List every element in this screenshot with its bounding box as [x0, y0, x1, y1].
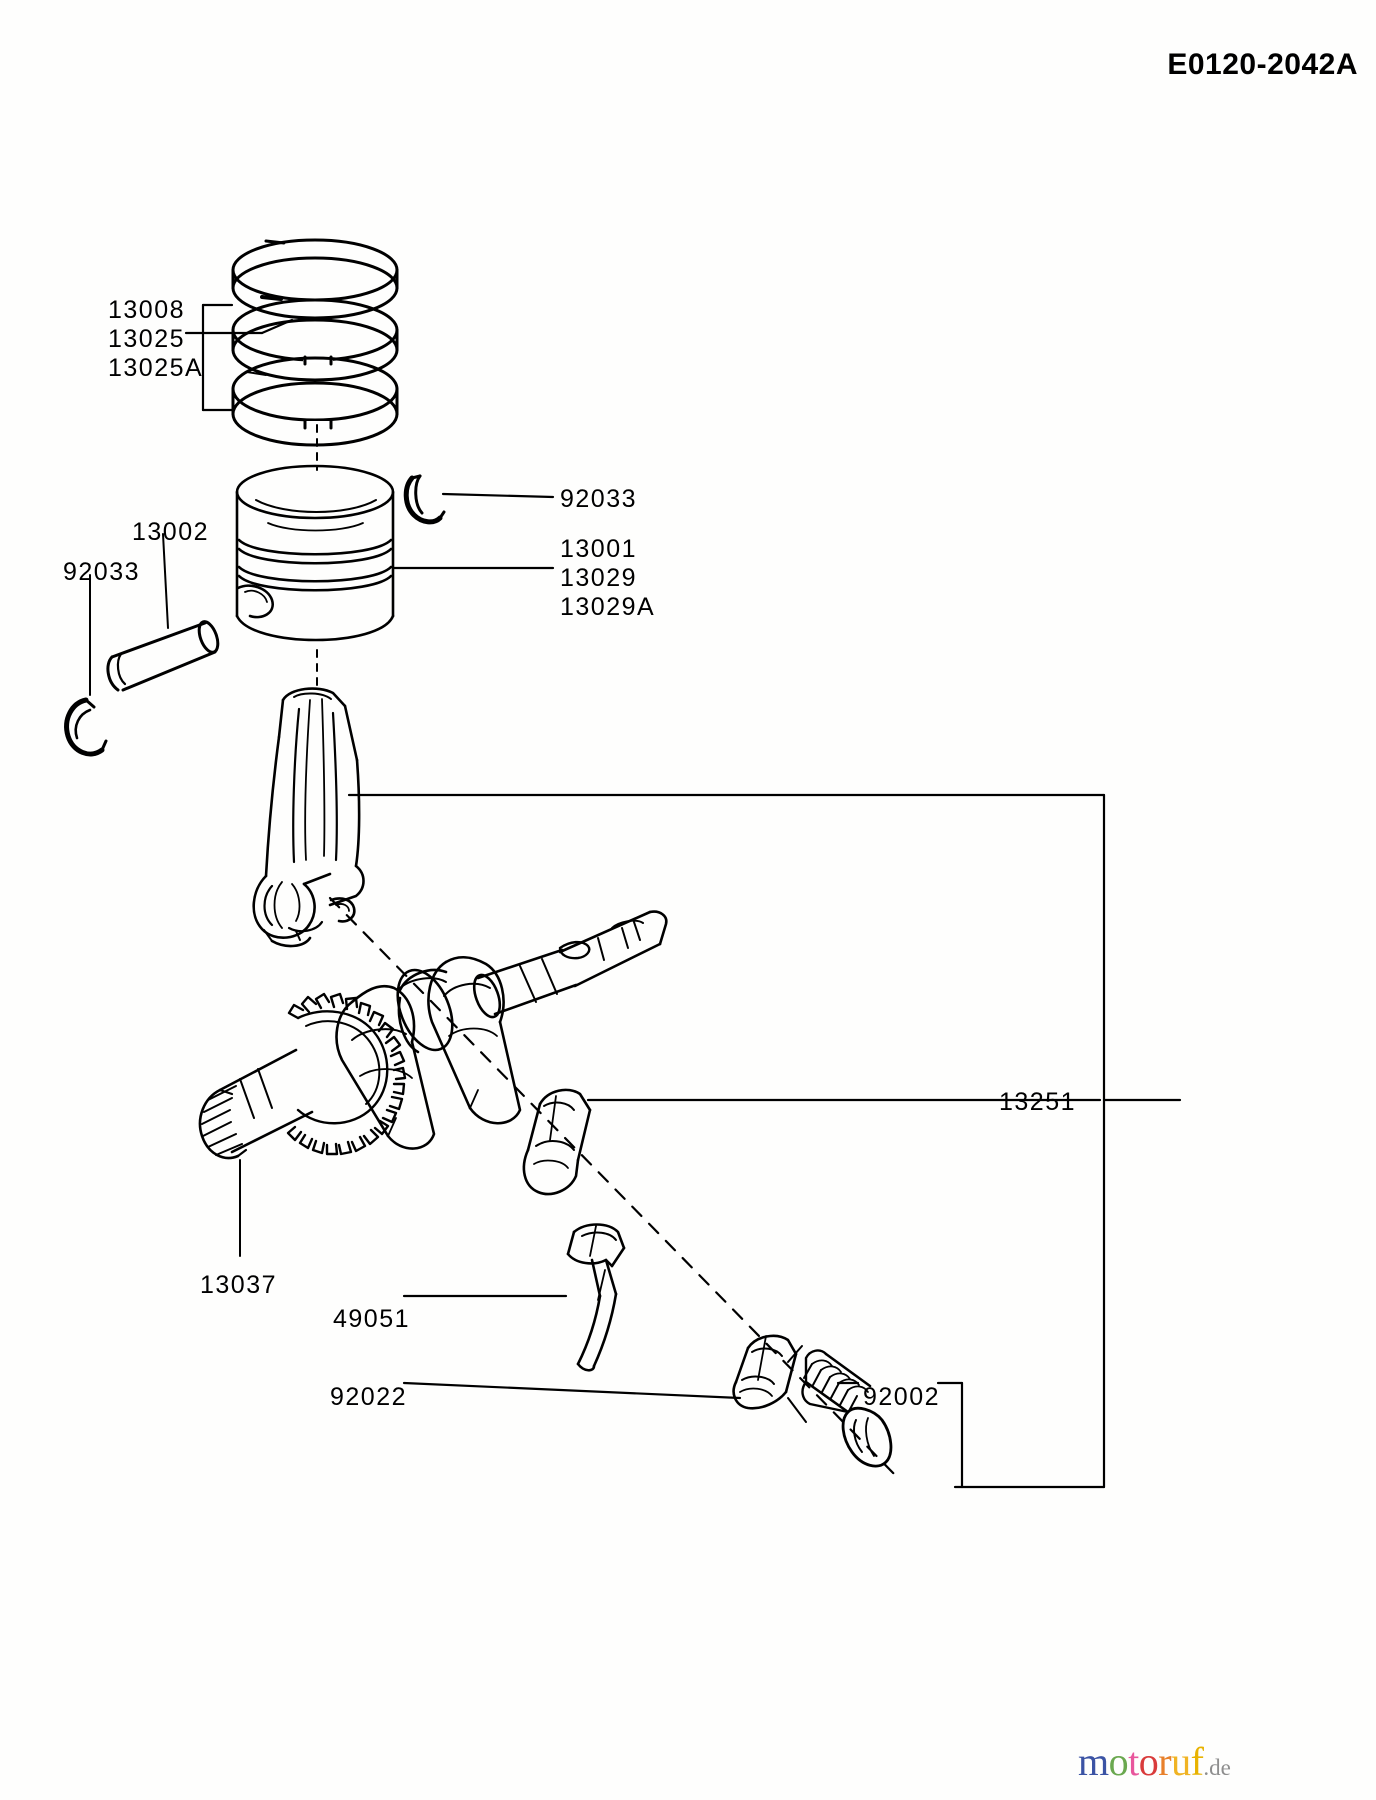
connecting-rod-cap: [522, 1088, 592, 1196]
watermark-letter: o: [1138, 1739, 1159, 1784]
part-label-13251[interactable]: 13251: [999, 1088, 1077, 1116]
top-compression-ring: [231, 238, 399, 320]
part-label-13025a[interactable]: 13025A: [108, 354, 204, 382]
crankshaft: [198, 910, 668, 1160]
pin-leader: [162, 533, 169, 629]
part-label-13029a[interactable]: 13029A: [560, 593, 656, 621]
watermark-letter: o: [1108, 1739, 1129, 1784]
part-label-13029[interactable]: 13029: [560, 564, 638, 592]
part-label-13001[interactable]: 13001: [560, 535, 638, 563]
washer-leader: [402, 1381, 742, 1400]
part-label-13037[interactable]: 13037: [200, 1271, 278, 1299]
snap-ring-right: [403, 474, 446, 525]
diagram-number-title: E0120-2042A: [1167, 48, 1358, 81]
part-label-13002[interactable]: 13002: [132, 518, 210, 546]
watermark-letter: f: [1190, 1739, 1204, 1784]
oil-control-ring: [231, 356, 399, 447]
motoruf-watermark-logo[interactable]: motoruf.de: [1078, 1742, 1231, 1782]
part-label-13008[interactable]: 13008: [108, 296, 186, 324]
watermark-letter: t: [1128, 1739, 1139, 1784]
part-label-92033-upper[interactable]: 92033: [560, 485, 638, 513]
connecting-rod: [252, 687, 365, 948]
part-label-49051[interactable]: 49051: [333, 1305, 411, 1333]
snapring-right-leader: [441, 492, 555, 499]
part-label-92022[interactable]: 92022: [330, 1383, 408, 1411]
watermark-letter: r: [1158, 1739, 1172, 1784]
watermark-letter: u: [1171, 1739, 1191, 1784]
ring-label-bracket: [184, 303, 294, 412]
conrod-assembly-bracket: [347, 793, 1182, 1489]
snap-ring-left: [64, 697, 108, 757]
part-label-13025[interactable]: 13025: [108, 325, 186, 353]
washer: [732, 1334, 807, 1423]
bolt: [801, 1349, 893, 1468]
crank-gear: [286, 992, 407, 1156]
watermark-letter: m: [1078, 1739, 1109, 1784]
oil-slinger: [566, 1223, 626, 1372]
part-label-92033-lower[interactable]: 92033: [63, 558, 141, 586]
part-label-92002[interactable]: 92002: [863, 1383, 941, 1411]
piston-pin: [106, 620, 220, 692]
piston: [235, 464, 395, 642]
watermark-tld: .de: [1203, 1755, 1231, 1780]
